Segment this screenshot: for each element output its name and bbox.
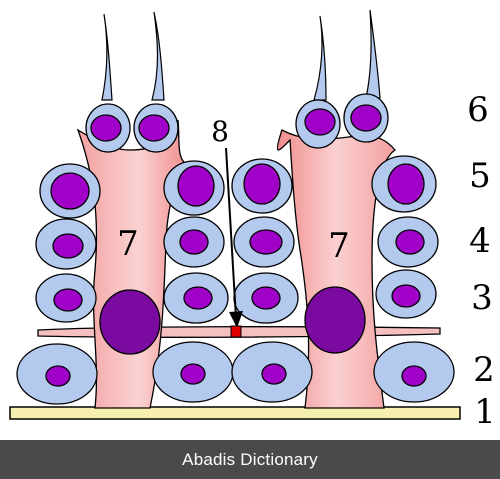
- receptor-cells-layer-5: [39, 155, 437, 219]
- red-marker: [230, 325, 242, 338]
- receptor-dendrite: [151, 11, 165, 101]
- label-4: 4: [469, 221, 491, 261]
- receptor-dendrite: [313, 15, 327, 101]
- receptor-cells-layer-4: [35, 216, 439, 270]
- olfactory-epithelium-diagram: 8 7 7 6 5 4 3 2 1: [9, 9, 496, 432]
- receptor-dendrite: [101, 13, 113, 101]
- label-7-right: 7: [328, 226, 350, 266]
- footer-caption: Abadis Dictionary: [182, 449, 318, 469]
- label-1: 1: [474, 392, 496, 432]
- label-5: 5: [469, 156, 491, 196]
- receptor-cells-top: [85, 93, 389, 153]
- footer-bar: Abadis Dictionary: [0, 440, 500, 479]
- receptor-cells-layer-3: [35, 269, 437, 324]
- label-2: 2: [473, 350, 495, 390]
- receptor-dendrite: [365, 9, 381, 99]
- basal-cells-layer-2: [16, 341, 455, 405]
- arrow-shaft: [225, 147, 237, 319]
- label-3: 3: [471, 278, 493, 318]
- basement-membrane: [9, 406, 461, 420]
- supporting-nucleus-right: [304, 286, 366, 354]
- label-8: 8: [211, 115, 229, 148]
- label-6: 6: [467, 90, 489, 130]
- label-7-left: 7: [117, 224, 139, 264]
- supporting-nucleus-left: [99, 289, 161, 355]
- arrow-head: [229, 311, 243, 328]
